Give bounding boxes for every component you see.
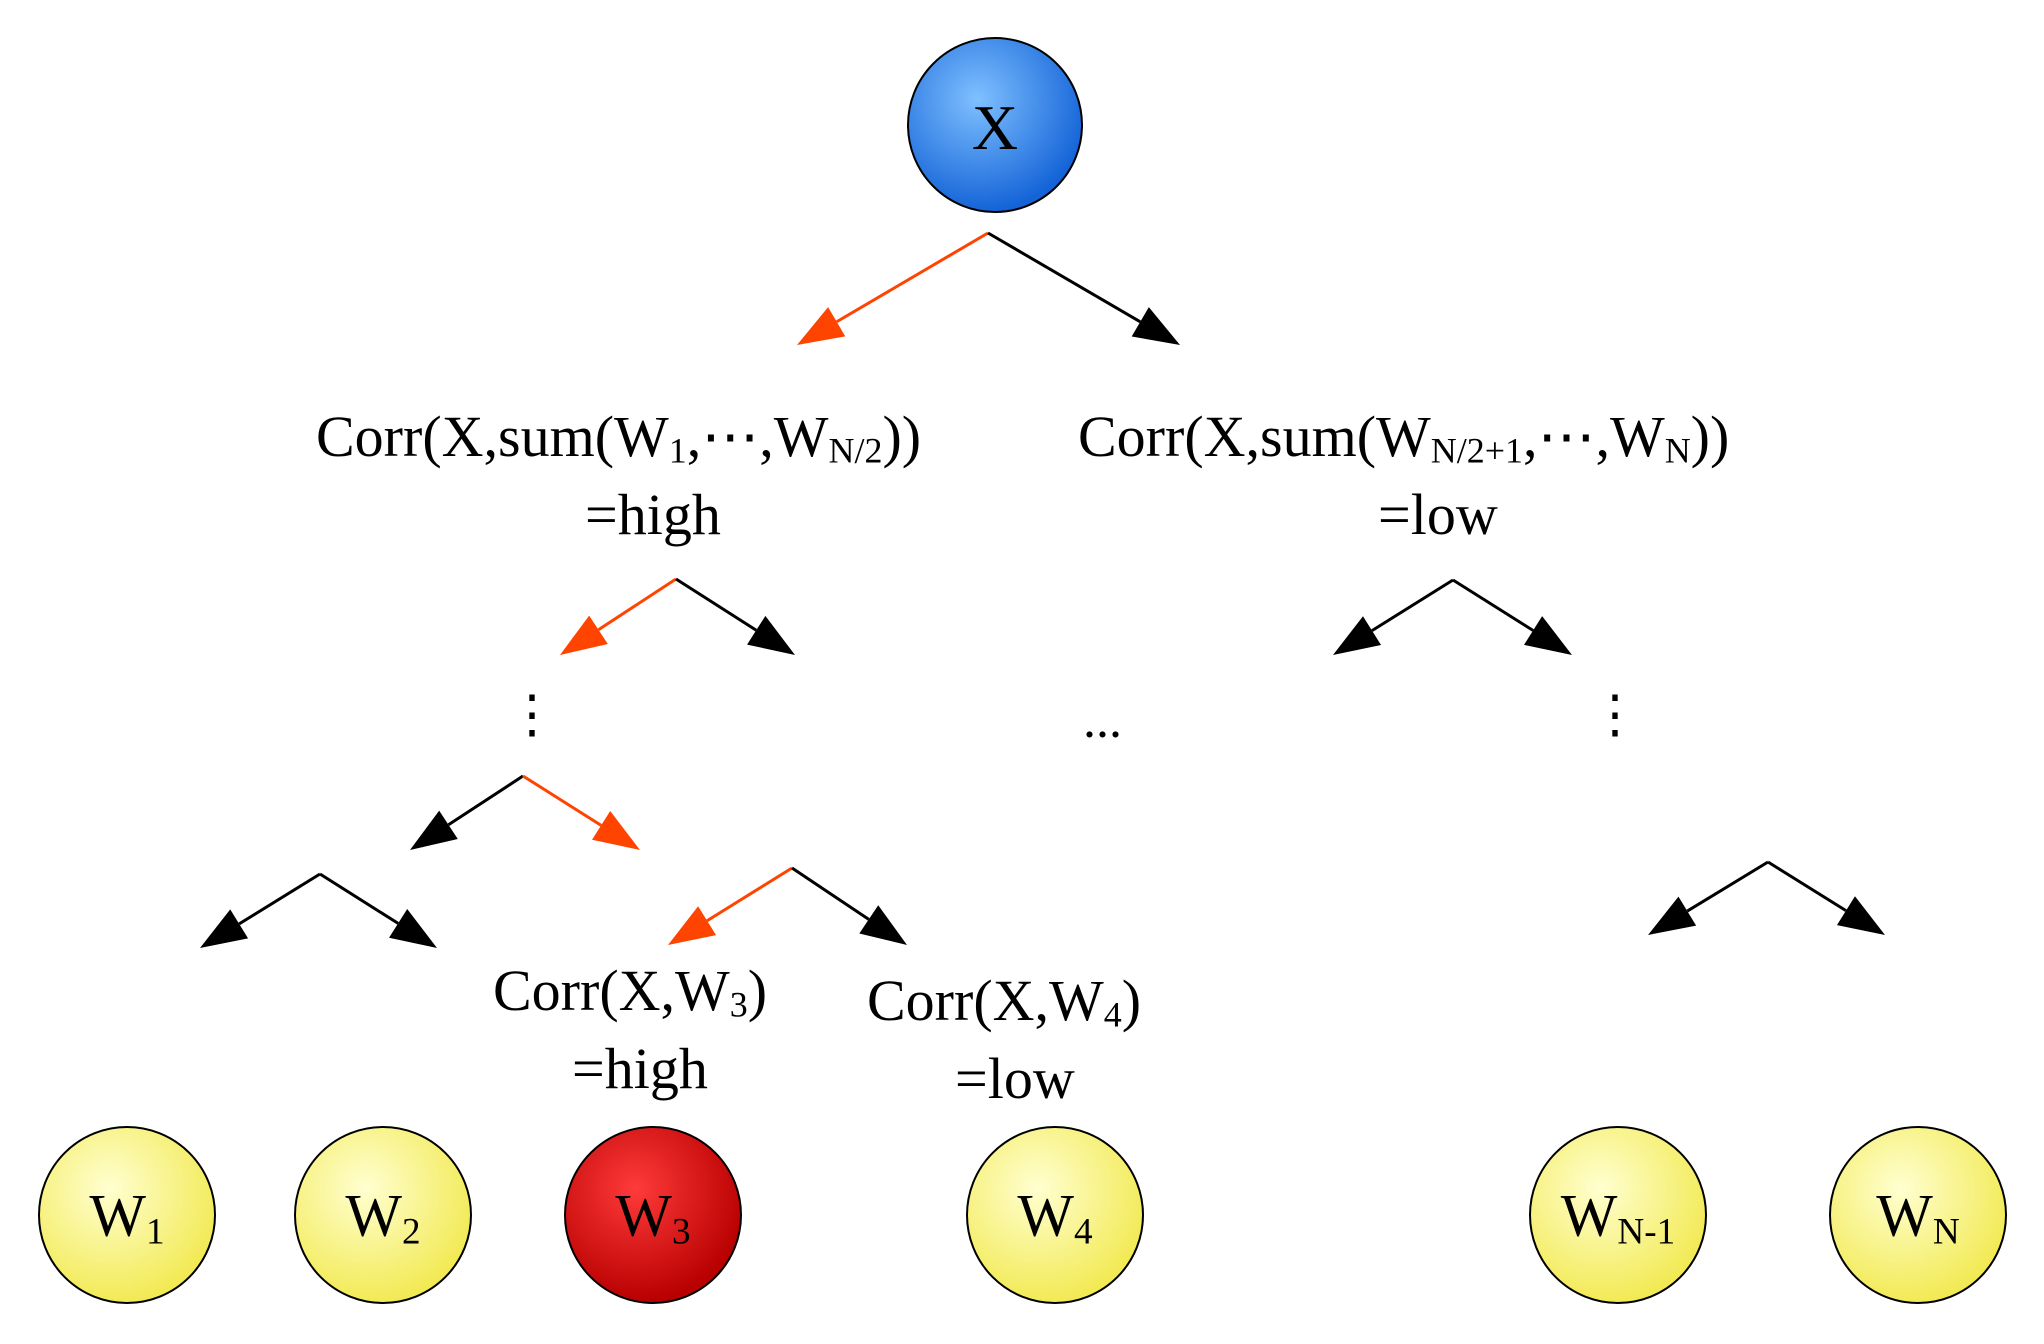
arrow-head-8 <box>668 906 717 945</box>
arrow-head-3 <box>747 615 795 655</box>
arrow-shaft-9 <box>791 866 870 921</box>
leaf-label-w1: W1 <box>89 1182 165 1253</box>
leaf-node-w1 <box>38 1126 216 1304</box>
arrow-shaft-4 <box>447 774 524 827</box>
leaf-label-wn-1: WN-1 <box>1560 1182 1676 1253</box>
corr-label-w4: Corr(X,W4) <box>867 968 1142 1035</box>
arrow-head-9 <box>859 905 907 945</box>
arrow-shaft-12 <box>1686 860 1769 913</box>
arrow-head-5 <box>592 811 640 850</box>
horizontal-ellipsis-center: ... <box>1083 692 1122 749</box>
leaf-label-wn: WN <box>1876 1182 1960 1253</box>
arrow-head-13 <box>1836 896 1885 935</box>
arrow-shaft-11 <box>1452 578 1534 632</box>
arrow-shaft-7 <box>319 872 399 925</box>
arrow-shaft-6 <box>238 872 321 926</box>
leaf-node-w3 <box>564 1126 742 1304</box>
leaf-label-w2: W2 <box>345 1182 421 1253</box>
vertical-ellipsis-right: ⋮ <box>1589 687 1641 744</box>
leaf-node-w2 <box>294 1126 472 1304</box>
leaf-node-wn-1 <box>1529 1126 1707 1304</box>
arrow-head-1 <box>1131 307 1180 345</box>
leaf-label-w3: W3 <box>615 1182 691 1253</box>
arrow-shaft-1 <box>987 231 1142 324</box>
corr-label-right-top: Corr(X,sum(WN/2+1,⋯,WN)) <box>1078 404 1730 471</box>
arrow-head-2 <box>560 615 608 655</box>
arrow-head-12 <box>1648 896 1697 935</box>
arrow-shaft-2 <box>597 577 677 632</box>
leaf-node-w4 <box>966 1126 1144 1304</box>
arrow-head-11 <box>1524 616 1572 655</box>
corr-label-w3: Corr(X,W3) <box>493 958 768 1025</box>
arrow-head-4 <box>410 810 458 850</box>
corr-label-left-top: Corr(X,sum(W1,⋯,WN/2)) <box>316 404 922 471</box>
leaf-label-w4: W4 <box>1017 1182 1093 1253</box>
arrow-shaft-3 <box>675 577 758 632</box>
arrow-head-10 <box>1333 616 1382 655</box>
arrow-shaft-10 <box>1371 578 1454 632</box>
corr-result-w4: =low <box>955 1046 1075 1111</box>
corr-result-right-top: =low <box>1378 482 1498 547</box>
corr-result-w3: =high <box>572 1036 708 1101</box>
arrow-shaft-0 <box>835 231 989 324</box>
leaf-node-wn <box>1829 1126 2007 1304</box>
arrow-head-7 <box>389 909 437 948</box>
vertical-ellipsis-left: ⋮ <box>506 687 558 744</box>
root-node-X <box>907 37 1083 213</box>
arrow-shaft-8 <box>706 866 793 923</box>
root-label: X <box>971 92 1019 163</box>
arrow-head-0 <box>797 307 846 345</box>
arrow-shaft-13 <box>1767 860 1847 912</box>
corr-result-left-top: =high <box>585 482 721 547</box>
arrow-shaft-5 <box>522 774 602 827</box>
arrow-head-6 <box>200 909 249 948</box>
